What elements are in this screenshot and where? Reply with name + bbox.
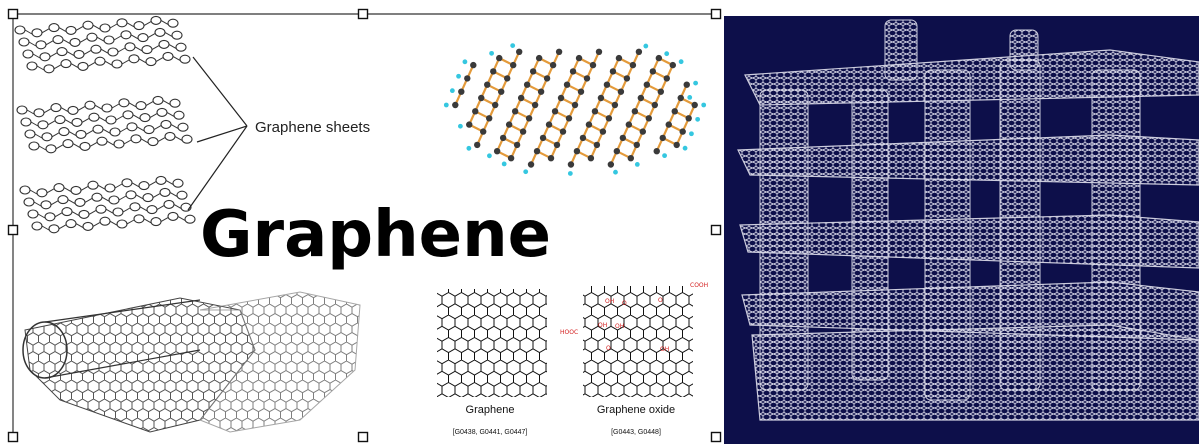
oxide-cooh-label: COOH bbox=[690, 282, 708, 289]
graphene-sheet-layer bbox=[14, 15, 191, 74]
selection-handle-icon[interactable] bbox=[710, 224, 722, 236]
graphene-lattice-model bbox=[443, 43, 707, 176]
selection-handle-icon[interactable] bbox=[710, 431, 722, 443]
oxide-oh-label-2: OH bbox=[598, 322, 607, 329]
selection-handle-icon[interactable] bbox=[357, 8, 369, 20]
graphene-formula-caption: Graphene bbox=[466, 404, 515, 416]
graphene-title: Graphene bbox=[200, 198, 551, 272]
oxide-oh-label-4: OH bbox=[660, 346, 669, 353]
nanotube-pillars bbox=[759, 19, 1141, 401]
oxide-oh-label-1: OH bbox=[605, 298, 614, 305]
oxide-oh-label-3: OH bbox=[615, 323, 624, 330]
selection-handle-icon[interactable] bbox=[7, 8, 19, 20]
graphene-structure-formula bbox=[435, 287, 549, 399]
oxide-o-label-3: O bbox=[606, 345, 611, 352]
graphene-sheets-label: Graphene sheets bbox=[255, 119, 370, 136]
selection-handle-icon[interactable] bbox=[710, 8, 722, 20]
selection-handle-icon[interactable] bbox=[7, 431, 19, 443]
graphene-sheet-layer bbox=[19, 175, 196, 234]
graphene-sheet-layer bbox=[16, 95, 193, 154]
nanotube-sheet-diagram bbox=[22, 291, 361, 433]
graphene-oxide-codes: [G0443, G0448] bbox=[611, 429, 661, 436]
selection-handle-icon[interactable] bbox=[357, 431, 369, 443]
pillared-graphene-render bbox=[724, 16, 1199, 444]
oxide-hooc-label: HOOC bbox=[560, 329, 578, 336]
selection-handle-icon[interactable] bbox=[7, 224, 19, 236]
graphene-oxide-caption: Graphene oxide bbox=[597, 404, 675, 416]
graphene-sheets-diagram bbox=[14, 15, 196, 234]
oxide-o-label-2: O bbox=[658, 297, 663, 304]
graphene-formula-codes: [G0438, G0441, G0447] bbox=[453, 429, 528, 436]
graphene-oxide-structure-formula: COOH HOOC OH OH OH OH O O O bbox=[560, 282, 708, 399]
selection-handles bbox=[7, 8, 722, 443]
sheets-leader-lines bbox=[187, 56, 248, 211]
oxide-o-label-1: O bbox=[622, 300, 627, 307]
left-panel: COOH HOOC OH OH OH OH O O O Graphene Gra… bbox=[12, 13, 716, 437]
